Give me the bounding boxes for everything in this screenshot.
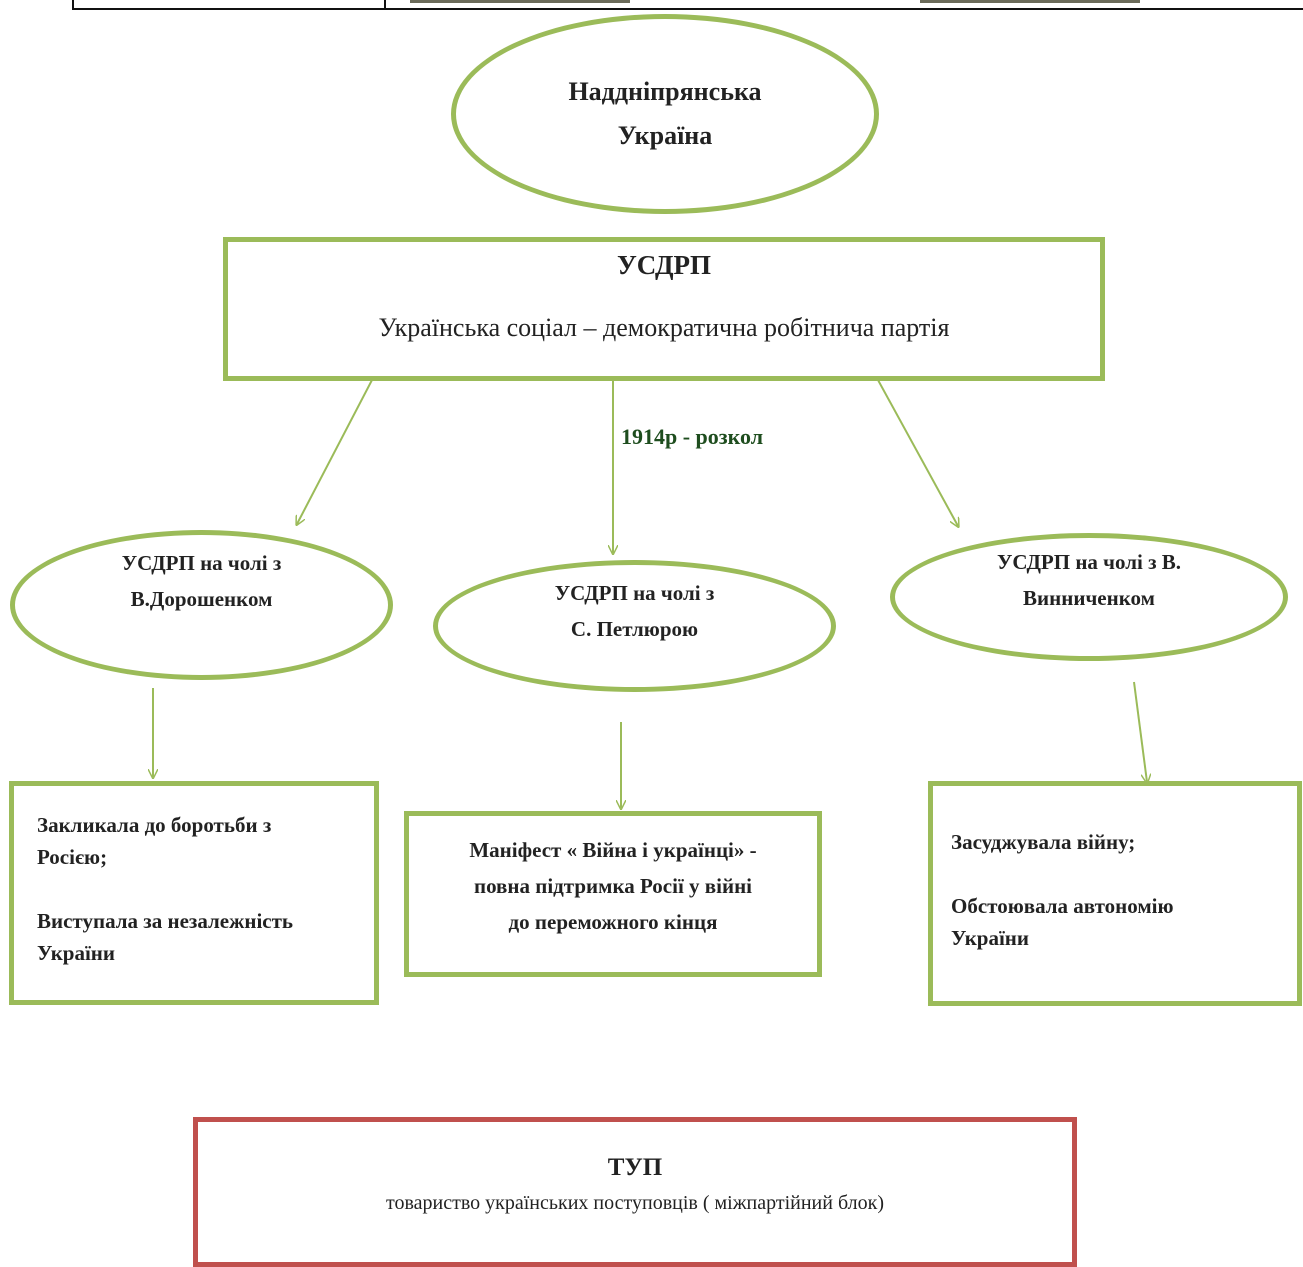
tup-node: ТУП товариство українських поступовців (… [193,1117,1077,1267]
root-title: Наддніпрянська Україна [568,77,762,150]
position-doroshenko-text: Закликала до боротьби з Росією; Виступал… [37,813,294,965]
position-petliura-text: Маніфест « Війна і українці» - повна під… [469,838,757,934]
faction-petliura: УСДРП на чолі з С. Петлюрою [433,560,836,692]
table-divider [384,0,386,8]
faction-petliura-label: УСДРП на чолі з С. Петлюрою [554,581,715,641]
faction-vynnychenko-label: УСДРП на чолі з В. Винниченком [996,550,1182,610]
faction-doroshenko-label: УСДРП на чолі з В.Дорошенком [121,551,282,611]
party-abbr: УСДРП [616,250,712,280]
tup-abbr: ТУП [607,1154,663,1181]
top-table-fragment [72,0,1303,10]
arrow-to-doroshenko [297,379,373,524]
arrow-vynnychenko-position [1133,681,1147,782]
position-doroshenko: Закликала до боротьби з Росією; Виступал… [9,781,379,1005]
tup-full-name: товариство українських поступовців ( між… [386,1192,884,1214]
party-node: УСДРП Українська соціал – демократична р… [223,237,1105,381]
faction-vynnychenko: УСДРП на чолі з В. Винниченком [890,533,1288,661]
image-fragment-left [410,0,630,3]
position-petliura: Маніфест « Війна і українці» - повна під… [404,811,822,977]
root-node: Наддніпрянська Україна [451,14,879,214]
faction-doroshenko: УСДРП на чолі з В.Дорошенком [10,530,393,680]
party-full-name: Українська соціал – демократична робітни… [378,313,950,342]
position-vynnychenko-text: Засуджувала війну; Обстоювала автономію … [951,830,1174,950]
position-vynnychenko: Засуджувала війну; Обстоювала автономію … [928,781,1302,1006]
split-label: 1914р - розкол [621,424,764,449]
arrow-to-vynnychenko [877,379,958,526]
image-fragment-right [920,0,1140,3]
